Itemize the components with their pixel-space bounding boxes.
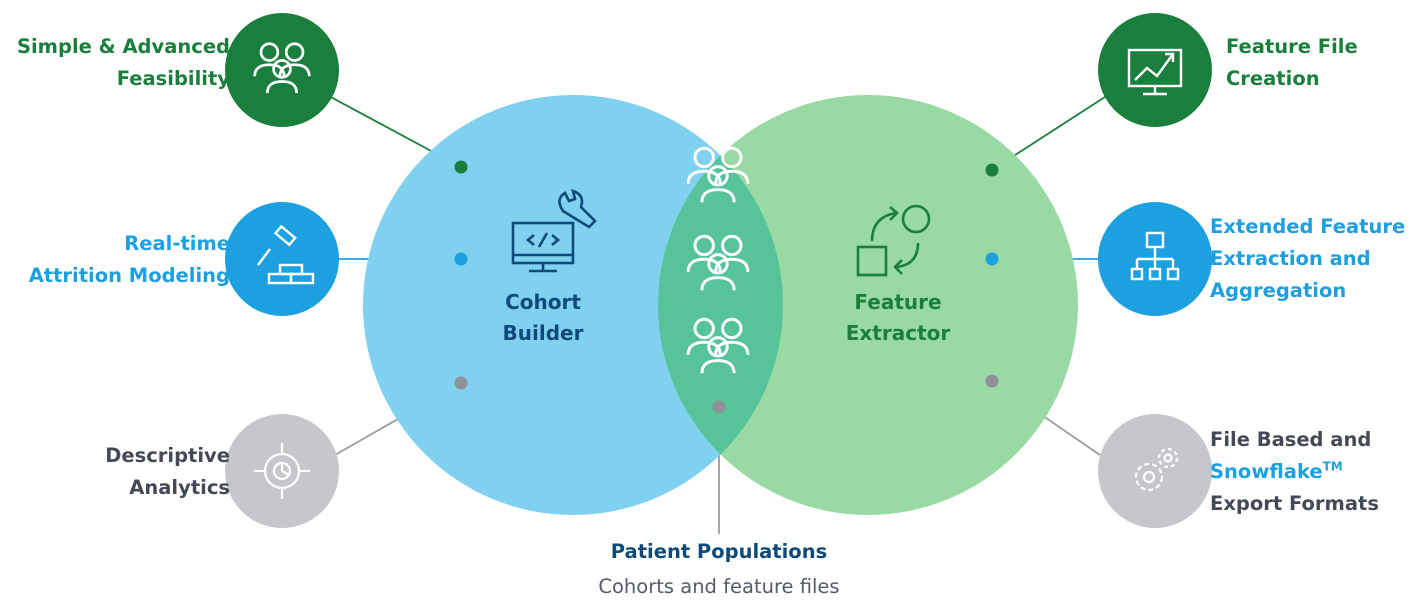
dot-export xyxy=(985,374,999,388)
trademark: TM xyxy=(1322,459,1343,474)
hierarchy-icon xyxy=(1130,231,1180,281)
attrition-icon-circle xyxy=(225,202,339,316)
feature-extractor-title: Feature Extractor xyxy=(845,290,951,345)
dot-feasibility xyxy=(454,160,468,174)
label-descriptive: Descriptive Analytics xyxy=(105,444,230,499)
descriptive-icon-circle xyxy=(225,414,339,528)
trend-chart-monitor-icon xyxy=(1127,48,1183,96)
export-icon-circle xyxy=(1098,414,1212,528)
cohort-builder-circle xyxy=(363,95,783,515)
label-feature-file: Feature File Creation xyxy=(1226,35,1358,90)
gears-icon xyxy=(1134,447,1179,492)
dot-attrition xyxy=(454,252,468,266)
patient-populations-title: Patient Populations xyxy=(610,540,828,563)
feature-file-icon-circle xyxy=(1098,13,1212,127)
patient-populations-subtitle: Cohorts and feature files xyxy=(598,575,840,598)
dot-populations xyxy=(712,400,726,414)
cohort-builder-title: Cohort Builder xyxy=(502,290,584,345)
snowflake-brand: Snowflake xyxy=(1210,460,1323,483)
computer-code-wrench-icon xyxy=(511,189,597,273)
connector-dots xyxy=(454,160,999,414)
dot-feature-file xyxy=(985,163,999,177)
extended-icon-circle xyxy=(1098,202,1212,316)
label-extended: Extended Feature Extraction and Aggregat… xyxy=(1210,215,1406,302)
dot-descriptive xyxy=(454,376,468,390)
target-chart-icon xyxy=(254,443,310,499)
label-feasibility: Simple & Advanced Feasibility xyxy=(16,35,230,90)
feasibility-icon-circle xyxy=(225,13,339,127)
hammer-bricks-icon xyxy=(257,224,315,285)
label-attrition: Real-time Attrition Modeling xyxy=(28,232,230,287)
shapes-cycle-icon xyxy=(856,204,931,277)
dot-extended xyxy=(985,252,999,266)
feature-extractor-circle xyxy=(658,95,1078,515)
label-export: File Based and SnowflakeTM Export Format… xyxy=(1210,428,1379,515)
